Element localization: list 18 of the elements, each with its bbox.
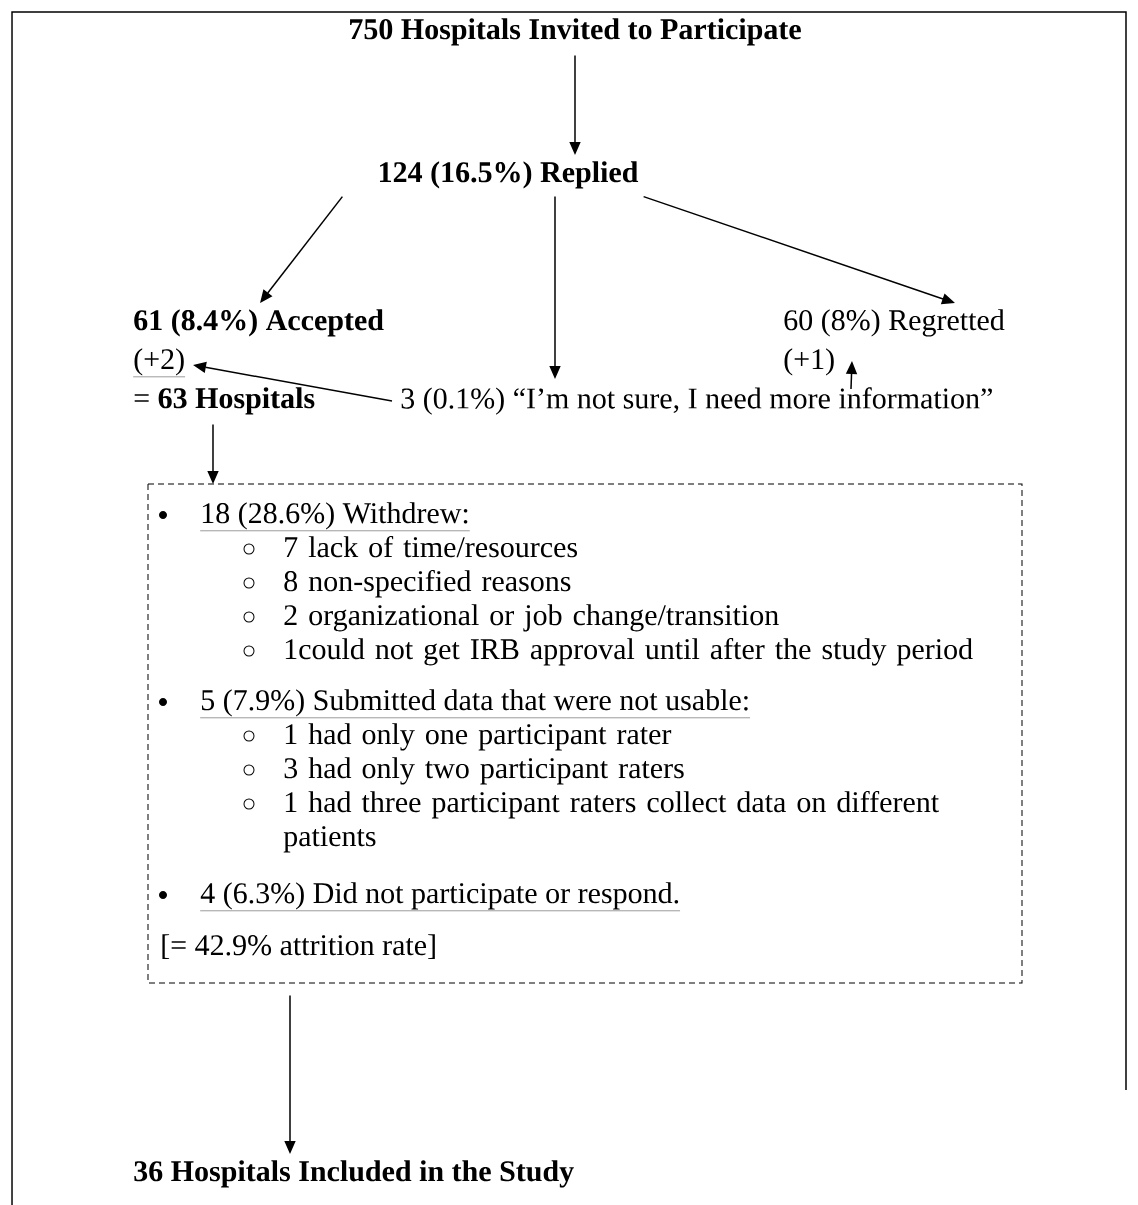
list-item: 1 had three participant raters collect data on different patients <box>283 790 939 853</box>
list-item: 2 organizational or job change/transition <box>284 604 779 632</box>
step-label: 61 (8.4%) Accepted (+2) = 63 Hospitals <box>133 309 384 415</box>
step-label: 3 (0.1%) “I’m not sure, I need more information” <box>401 387 992 415</box>
step-label: 36 Hospitals Included in the Study <box>134 1160 574 1188</box>
step-label: 750 Hospitals Invited to Participate <box>350 18 801 46</box>
list-item: 7 lack of time/resources <box>285 535 577 558</box>
list-item: 1 had only one participant rater <box>285 723 672 751</box>
list-item: 8 non-specified reasons <box>284 569 571 598</box>
list-item: 1could not get IRB approval until after the study period <box>285 637 973 666</box>
list-heading: 18 (28.6%) Withdrew: <box>200 502 470 531</box>
note: [= 42.9% attrition rate] <box>162 934 435 959</box>
arrow <box>260 195 344 303</box>
step-label: 60 (8%) Regretted (+1) <box>784 309 1005 376</box>
list-item: 3 had only two participant raters <box>284 757 684 785</box>
list-heading: 5 (7.9%) Submitted data that were not usable: <box>200 689 751 718</box>
list-heading: 4 (6.3%) Did not participate or respond. <box>200 882 681 911</box>
step-label: 124 (16.5%) Replied <box>380 161 639 189</box>
